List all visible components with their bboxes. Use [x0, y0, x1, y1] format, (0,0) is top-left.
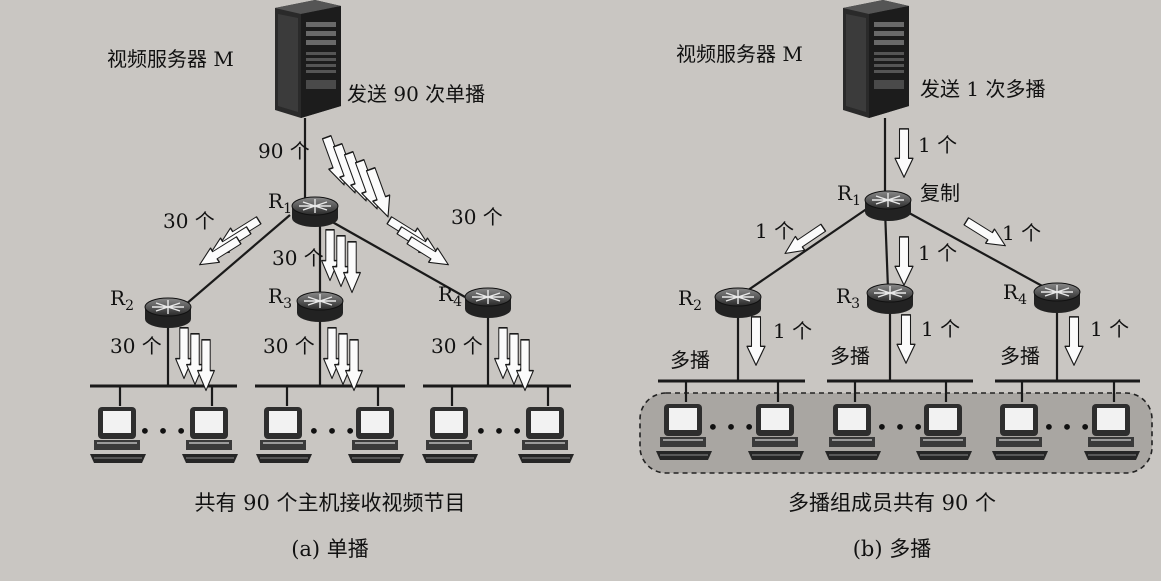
edge-label-r1-r3: 30 个: [272, 246, 324, 270]
summary-text: 共有 90 个主机接收视频节目: [194, 491, 465, 515]
lan-label-r3: 30 个: [263, 334, 315, 358]
link-r1-r3: [883, 209, 890, 290]
lan-label-r4: 1 个: [1090, 317, 1129, 341]
arrow-bundle-r1-r4: [384, 212, 454, 273]
host-pc: [517, 406, 575, 464]
router-r1: [864, 190, 912, 222]
ellipsis: • • •: [308, 419, 356, 443]
arrow-bundle-r3-lan: [322, 327, 364, 392]
router-label-r3: R3: [268, 284, 292, 312]
arrow-bundle-r2-lan: [174, 327, 216, 392]
router-label-r1: R1: [837, 181, 861, 209]
router-r2: [144, 297, 192, 329]
host-pc: [347, 406, 405, 464]
router-label-r4: R4: [438, 282, 462, 310]
unicast-diagram: 视频服务器 M 发送 90 次单播 90 个 30 个 30 个 30 个 30…: [89, 0, 575, 561]
server-label: 视频服务器 M: [676, 42, 803, 66]
router-r1: [291, 196, 339, 228]
router-r2: [714, 287, 762, 319]
arrow-r1-r3: [894, 236, 914, 286]
edge-label-r1-r3: 1 个: [918, 241, 957, 265]
lan-label-r3: 1 个: [921, 317, 960, 341]
multicast-lan-label: 多播: [830, 344, 870, 368]
router-label-r2: R2: [110, 286, 134, 314]
router-label-r2: R2: [678, 286, 702, 314]
host-pc: [421, 406, 479, 464]
caption-a: (a) 单播: [291, 537, 369, 561]
host-pc: [181, 406, 239, 464]
ellipsis: • • •: [707, 415, 755, 439]
multicast-lan-label: 多播: [670, 348, 710, 372]
ellipsis: • • •: [876, 415, 924, 439]
ellipsis: • • •: [139, 419, 187, 443]
host-pc: [255, 406, 313, 464]
router-label-r1: R1: [268, 189, 292, 217]
caption-b: (b) 多播: [853, 537, 932, 561]
send-label: 发送 1 次多播: [920, 77, 1045, 101]
video-server-m: [843, 0, 909, 118]
send-label: 发送 90 次单播: [347, 82, 485, 106]
server-label: 视频服务器 M: [107, 47, 234, 71]
edge-label-m-r1: 90 个: [258, 139, 310, 163]
arrow-m-r1: [894, 128, 914, 178]
arrow-r4-lan: [1064, 316, 1084, 366]
edge-label-r1-r4: 1 个: [1002, 221, 1041, 245]
router-r4: [464, 287, 512, 319]
summary-text: 多播组成员共有 90 个: [788, 491, 996, 515]
router-r4: [1033, 282, 1081, 314]
router-label-r4: R4: [1003, 280, 1027, 308]
arrow-bundle-r1-r3: [320, 229, 362, 294]
edge-label-m-r1: 1 个: [918, 133, 957, 157]
edge-label-r1-r4: 30 个: [451, 205, 503, 229]
ellipsis: • • •: [475, 419, 523, 443]
link-r1-r4: [319, 214, 466, 298]
host-pc: [89, 406, 147, 464]
edge-label-r1-r2: 30 个: [163, 209, 215, 233]
video-server-m: [275, 0, 341, 118]
link-r1-r2: [184, 214, 291, 306]
lan-label-r2: 30 个: [110, 334, 162, 358]
link-r1-r4: [899, 207, 1056, 294]
lan-label-r2: 1 个: [773, 319, 812, 343]
arrow-bundle-r4-lan: [493, 327, 535, 392]
arrow-r3-lan: [896, 314, 916, 364]
copy-label: 复制: [920, 181, 960, 205]
router-r3: [866, 283, 914, 315]
router-label-r3: R3: [836, 284, 860, 312]
arrow-r2-lan: [746, 316, 766, 366]
edge-label-r1-r2: 1 个: [755, 219, 794, 243]
link-r1-r2: [737, 207, 869, 298]
ellipsis: • • •: [1043, 415, 1091, 439]
router-r3: [296, 291, 344, 323]
multicast-diagram: 视频服务器 M 发送 1 次多播 1 个 复制 1 个 1 个 1 个 1 个 …: [639, 0, 1153, 561]
multicast-lan-label: 多播: [1000, 344, 1040, 368]
lan-label-r4: 30 个: [431, 334, 483, 358]
